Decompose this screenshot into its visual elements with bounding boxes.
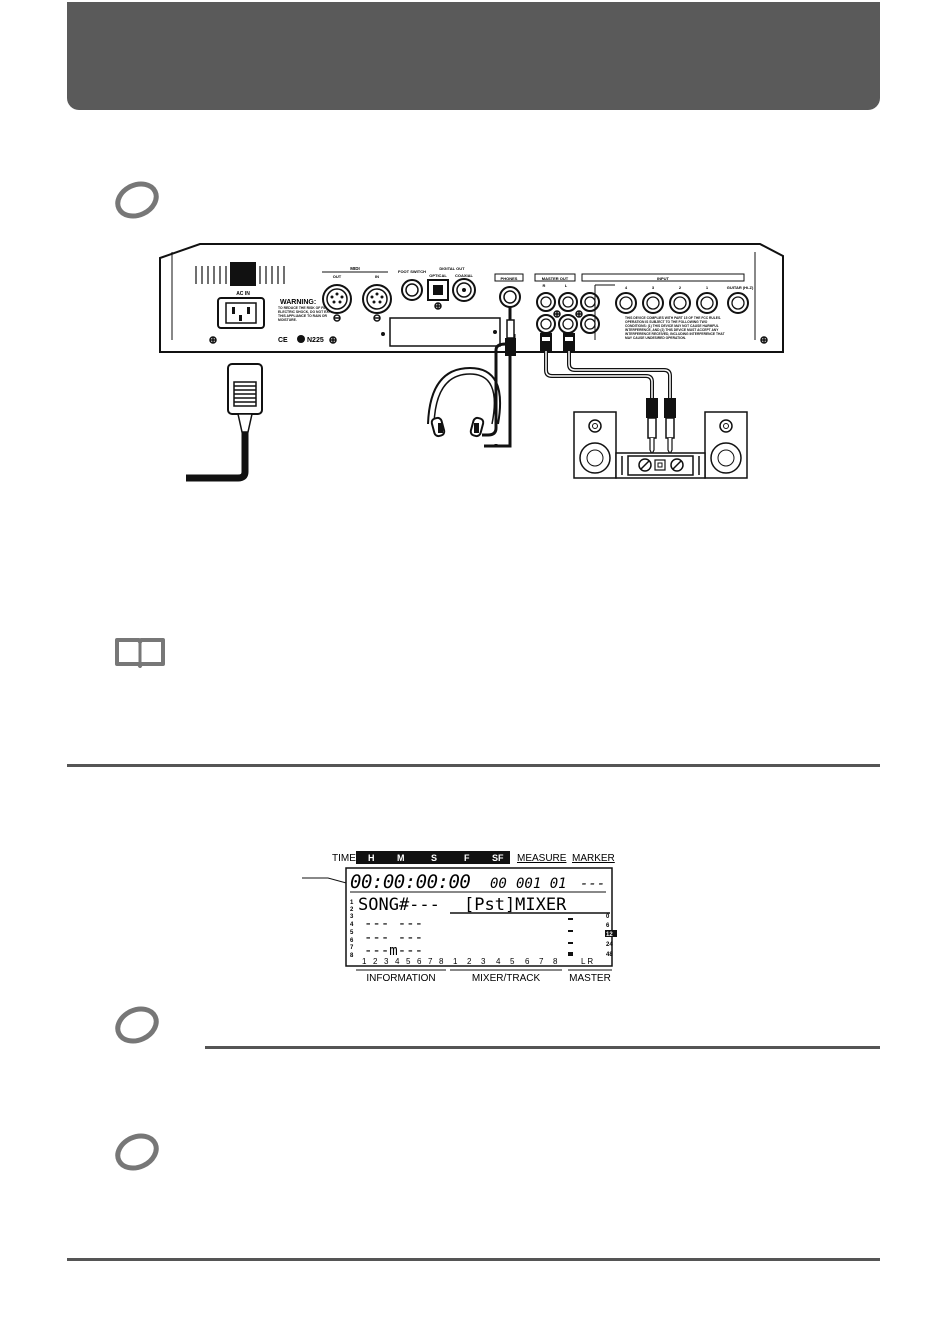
note-icon [115, 181, 159, 219]
row-number: 3 [350, 914, 354, 920]
meter-scale-label: 12 [606, 932, 613, 938]
track-row: --- --- [364, 916, 423, 932]
n225-mark: N225 [307, 337, 324, 344]
master-lr-label: L R [581, 957, 593, 966]
row-number: 8 [350, 953, 354, 959]
marker-readout: --- [580, 876, 605, 892]
row-number: 2 [350, 907, 354, 913]
channel-number: 2 [373, 957, 378, 966]
book-icon [115, 638, 165, 668]
meter-scale-label: 24 [606, 942, 613, 948]
coaxial-label: COAXIAL [455, 273, 474, 278]
time-readout: 00:00:00:00 [350, 871, 470, 893]
channel-number: 1 [362, 957, 367, 966]
amplifier [615, 452, 706, 479]
digital-out-label: DIGITAL OUT [439, 266, 465, 271]
input-3-label: 3 [652, 285, 655, 290]
channel-number: 7 [428, 957, 433, 966]
marker-label: MARKER [572, 853, 615, 864]
ac-in-label: AC IN [236, 291, 250, 297]
mixer-track-label: MIXER/TRACK [472, 973, 541, 984]
track-row: ---m--- [364, 943, 423, 959]
row-number: 6 [350, 938, 354, 944]
midi-label: MIDI [350, 266, 360, 271]
channel-number: 8 [553, 957, 558, 966]
input-1-label: 1 [706, 285, 709, 290]
channel-number: 2 [467, 957, 472, 966]
time-m-label: M [397, 853, 405, 863]
time-s-label: S [431, 853, 437, 863]
midi-out-label: OUT [333, 274, 342, 279]
section-divider [67, 764, 880, 767]
input-label: INPUT [657, 276, 670, 281]
time-label: TIME [332, 853, 356, 864]
channel-number: 4 [395, 957, 400, 966]
input-2-label: 2 [679, 285, 682, 290]
channel-number: 6 [525, 957, 530, 966]
input-4-label: 4 [625, 285, 628, 290]
master-label: MASTER [569, 973, 611, 984]
fcc-compliance-text: THIS DEVICE COMPLIES WITH PART 15 OF THE… [625, 316, 725, 340]
meter-scale-label: 48 [606, 952, 613, 958]
time-sf-label: SF [492, 853, 504, 863]
rear-panel-diagram: AC IN WARNING: TO REDUCE THE RISK OF FIR… [159, 243, 784, 482]
master-l-label: L [565, 283, 568, 288]
left-speaker [573, 411, 617, 479]
mode-line: [Pst]MIXER [464, 895, 567, 915]
master-r-label: R [543, 283, 546, 288]
channel-number: 5 [406, 957, 411, 966]
row-number: 1 [350, 900, 354, 906]
midi-in-label: IN [375, 274, 379, 279]
channel-number: 4 [496, 957, 501, 966]
time-h-label: H [368, 853, 375, 863]
channel-number: 6 [417, 957, 422, 966]
master-out-label: MASTER OUT [542, 276, 569, 281]
channel-number: 1 [453, 957, 458, 966]
midi-in-port [362, 284, 392, 314]
row-number: 5 [350, 930, 354, 936]
channel-number: 5 [510, 957, 515, 966]
phones-label: PHONES [501, 276, 518, 281]
midi-out-port [322, 284, 352, 314]
guitar-label: GUITAR (Hi-Z) [727, 285, 754, 290]
optical-label: OPTICAL [429, 273, 447, 278]
section-divider [67, 1258, 880, 1261]
row-number: 7 [350, 945, 354, 951]
chapter-header-bar [67, 2, 880, 110]
channel-number: 8 [439, 957, 444, 966]
note-icon [115, 1133, 159, 1171]
channel-number: 7 [539, 957, 544, 966]
right-speaker [704, 411, 748, 479]
display-diagram: TIME H M S F SF MEASURE MARKER 00:00:00:… [302, 851, 617, 984]
meter-scale-label: 6 [606, 923, 610, 929]
measure-readout: 001 01 [516, 876, 567, 892]
time-f-label: F [464, 853, 470, 863]
foot-switch-label: FOOT SWITCH [398, 269, 426, 274]
meter-scale-label: 0 [606, 914, 610, 920]
information-label: INFORMATION [366, 973, 435, 984]
row-number: 4 [350, 922, 354, 928]
measure-label: MEASURE [517, 853, 567, 864]
warning-text: TO REDUCE THE RISK OF FIRE OR ELECTRIC S… [278, 306, 339, 322]
subframe-readout: 00 [490, 876, 507, 892]
note-icon [115, 1006, 159, 1044]
warning-title: WARNING: [280, 299, 316, 306]
ce-mark: CE [278, 337, 288, 344]
channel-number: 3 [481, 957, 486, 966]
channel-number: 3 [384, 957, 389, 966]
track-row: --- --- [364, 930, 423, 946]
subsection-underline [205, 1046, 880, 1049]
song-number-line: SONG#--- [358, 895, 440, 915]
